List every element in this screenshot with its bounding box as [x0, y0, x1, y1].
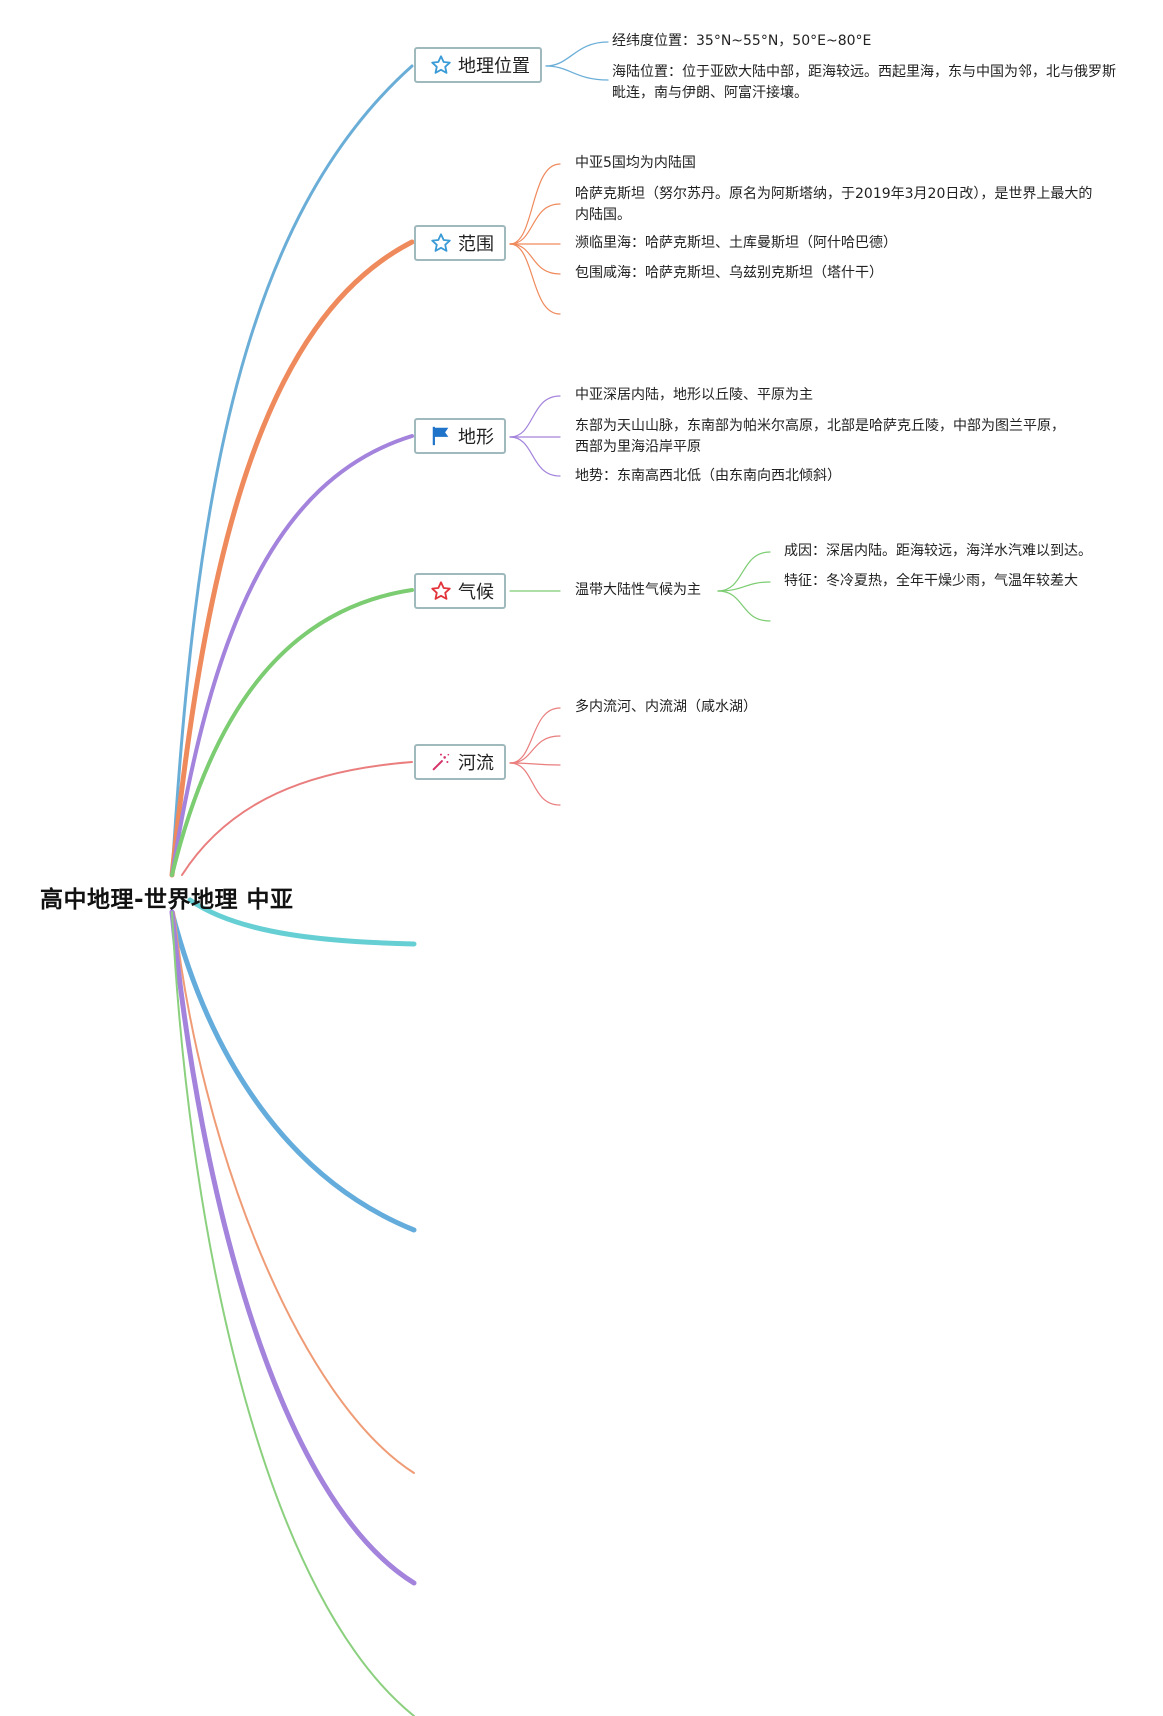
topic-river[interactable]: 河流 [414, 744, 506, 780]
topic-range-label: 范围 [458, 234, 494, 255]
range-item-1[interactable]: 中亚5国均为内陆国 [575, 155, 696, 171]
sub-branch-river-3 [509, 762, 561, 766]
location-item-1[interactable]: 经纬度位置：35°N~55°N，50°E~80°E [612, 33, 872, 49]
river-item-1[interactable]: 多内流河、内流湖（咸水湖） [575, 699, 757, 715]
sub-branch-climate-2 [717, 581, 771, 592]
sub-branch-range-2 [509, 203, 561, 245]
topic-range[interactable]: 范围 [414, 225, 506, 261]
climate-summary[interactable]: 温带大陆性气候为主 [575, 582, 701, 598]
sub-branch-climate-3 [717, 590, 771, 622]
climate-item-1[interactable]: 成因：深居内陆。距海较远，海洋水汽难以到达。 [784, 543, 1092, 559]
sub-branch-range-4 [509, 243, 561, 275]
star-outline-blue-icon [430, 232, 452, 254]
branch-river [181, 761, 413, 876]
climate-item-2[interactable]: 特征：冬冷夏热，全年干燥少雨，气温年较差大 [784, 573, 1078, 589]
branch-range [169, 239, 415, 878]
topic-location[interactable]: 地理位置 [414, 47, 542, 83]
branch-unlabeled-purple [169, 909, 417, 1586]
magic-wand-icon [430, 751, 452, 773]
topic-location-label: 地理位置 [458, 56, 530, 77]
topic-climate[interactable]: 气候 [414, 573, 506, 609]
topic-terrain-label: 地形 [458, 427, 494, 448]
sub-branch-location-2 [545, 65, 609, 81]
branch-unlabeled-orange [173, 911, 415, 1474]
sub-branch-river-1 [509, 707, 561, 764]
sub-branch-terrain-1 [509, 395, 561, 438]
topic-climate-label: 气候 [458, 582, 494, 603]
location-item-2[interactable]: 海陆位置：位于亚欧大陆中部，距海较远。西起里海，东与中国为邻，北与俄罗斯毗连，南… [612, 64, 1116, 101]
sub-branch-location-1 [545, 41, 609, 67]
sub-branch-climate-1 [717, 551, 771, 592]
sub-branch-range-1 [509, 163, 561, 245]
topic-river-label: 河流 [458, 753, 494, 774]
star-outline-blue-icon [430, 54, 452, 76]
terrain-item-3[interactable]: 地势：东南高西北低（由东南向西北倾斜） [575, 468, 841, 484]
branch-terrain [170, 434, 414, 877]
branch-location [170, 64, 414, 877]
range-item-3[interactable]: 濒临里海：哈萨克斯坦、土库曼斯坦（阿什哈巴德） [575, 235, 897, 251]
branch-climate [170, 588, 414, 877]
sub-branch-range-5 [509, 243, 561, 315]
branch-unlabeled-cyan [187, 897, 417, 947]
range-item-4[interactable]: 包围咸海：哈萨克斯坦、乌兹别克斯坦（塔什干） [575, 265, 883, 281]
terrain-item-1[interactable]: 中亚深居内陆，地形以丘陵、平原为主 [575, 387, 813, 403]
sub-branch-terrain-3 [509, 436, 561, 477]
sub-branch-river-4 [509, 762, 561, 806]
branch-unlabeled-blue [169, 909, 417, 1233]
range-item-2[interactable]: 哈萨克斯坦（努尔苏丹。原名为阿斯塔纳，于2019年3月20日改），是世界上最大的… [575, 186, 1093, 223]
topic-terrain[interactable]: 地形 [414, 418, 506, 454]
root-topic-title[interactable]: 高中地理-世界地理 中亚 [40, 887, 294, 913]
star-outline-red-icon [430, 580, 452, 602]
sub-branch-river-2 [509, 735, 561, 764]
branch-unlabeled-green [171, 911, 415, 1716]
blue-flag-icon [430, 425, 452, 447]
terrain-item-2[interactable]: 东部为天山山脉，东南部为帕米尔高原，北部是哈萨克丘陵，中部为图兰平原，西部为里海… [575, 418, 1065, 455]
